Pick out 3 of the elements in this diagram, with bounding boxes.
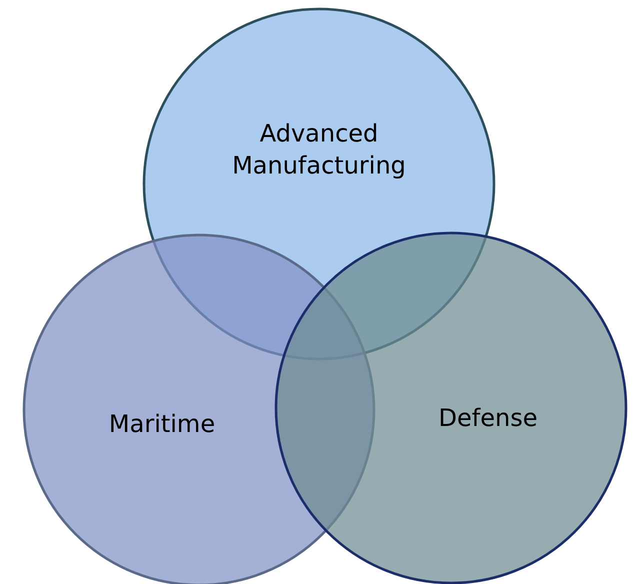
circle-label: Maritime [108, 408, 216, 440]
circle-label: Advanced Manufacturing [231, 118, 407, 182]
circle-label: Defense [438, 402, 538, 434]
